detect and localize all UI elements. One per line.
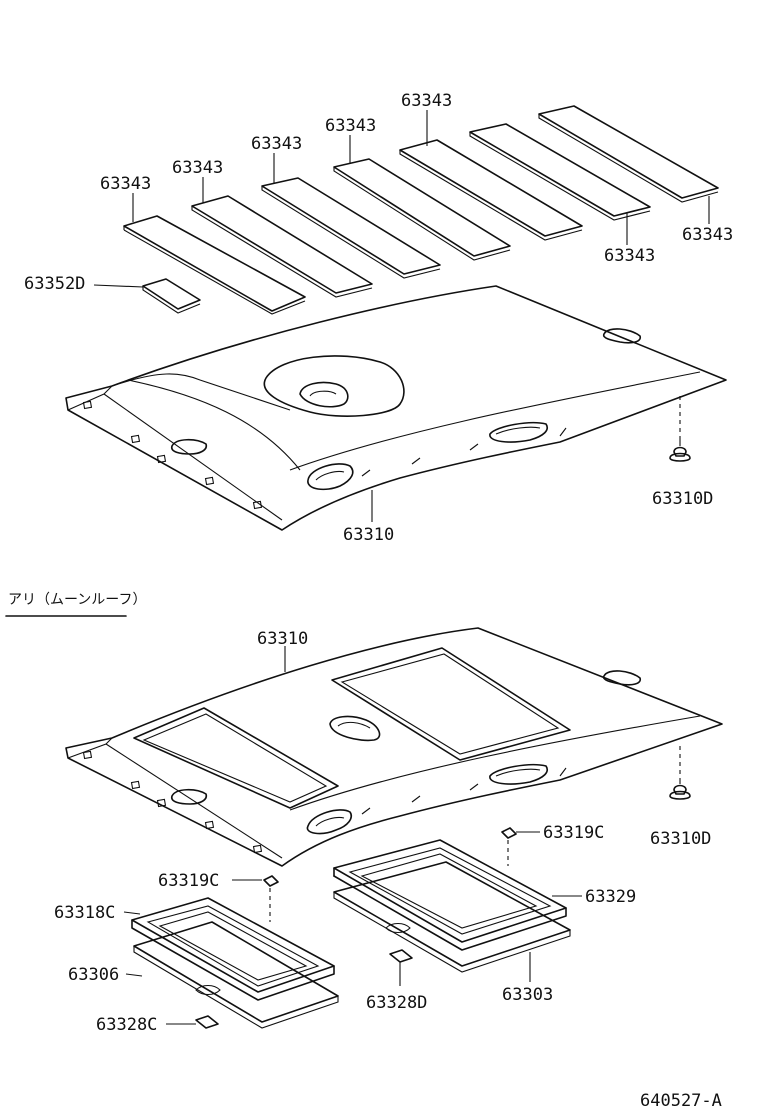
label-strip-4: 63343	[325, 116, 376, 136]
panel-63306	[125, 921, 339, 1029]
labels-bottom: 63310 63310D 63319C 63319C 63329 63318C …	[54, 629, 722, 1111]
label-strip-1: 63343	[100, 174, 151, 194]
frame-63318c	[123, 897, 335, 1001]
strip-6	[469, 123, 651, 221]
clip-63310d-top	[669, 440, 691, 462]
label-clip-d: 63328D	[366, 993, 427, 1013]
headliner-top-leaders	[371, 396, 681, 522]
label-headliner-bottom: 63310	[257, 629, 308, 649]
headliner-bottom	[65, 627, 723, 867]
headliner-top	[65, 285, 727, 531]
label-clip-bottom: 63310D	[650, 829, 711, 849]
section-heading-text: アリ（ムーンルーフ）	[8, 592, 146, 608]
label-panel-left: 63306	[68, 965, 119, 985]
frame-63329	[333, 839, 582, 951]
pad-63352d	[142, 278, 201, 314]
label-pad: 63352D	[24, 274, 85, 294]
clip-63328c	[166, 1015, 219, 1029]
label-strip-3: 63343	[251, 134, 302, 154]
label-frame-right: 63329	[585, 887, 636, 907]
label-clip-top: 63310D	[652, 489, 713, 509]
figure-number: 640527-A	[640, 1091, 722, 1111]
label-headliner-top: 63310	[343, 525, 394, 545]
panel-63303	[333, 861, 571, 982]
strip-leaders	[93, 110, 710, 288]
label-frame-left: 63318C	[54, 903, 115, 923]
strip-4	[333, 158, 511, 261]
label-strip-5: 63343	[401, 91, 452, 111]
labels-top: 63343 63343 63343 63343 63343 63343 6334…	[24, 91, 733, 545]
label-clip-c-left: 63319C	[158, 871, 219, 891]
clip-63328d	[389, 949, 413, 986]
clip-63310d-bottom	[669, 782, 691, 800]
label-strip-2: 63343	[172, 158, 223, 178]
strip-3	[261, 177, 441, 279]
strip-1	[123, 215, 306, 315]
strip-2	[191, 195, 373, 298]
absorber-strips	[123, 105, 719, 315]
label-strip-7: 63343	[682, 225, 733, 245]
strip-7	[538, 105, 719, 203]
clip-63319c-left	[232, 875, 279, 887]
label-clip-c-small: 63328C	[96, 1015, 157, 1035]
clip-63319c-right	[501, 827, 540, 839]
label-clip-c-right: 63319C	[543, 823, 604, 843]
strip-5	[399, 139, 583, 241]
headliner-bottom-leaders	[269, 646, 681, 922]
section-heading: アリ（ムーンルーフ）	[5, 592, 146, 617]
label-panel-right: 63303	[502, 985, 553, 1005]
label-strip-6: 63343	[604, 246, 655, 266]
